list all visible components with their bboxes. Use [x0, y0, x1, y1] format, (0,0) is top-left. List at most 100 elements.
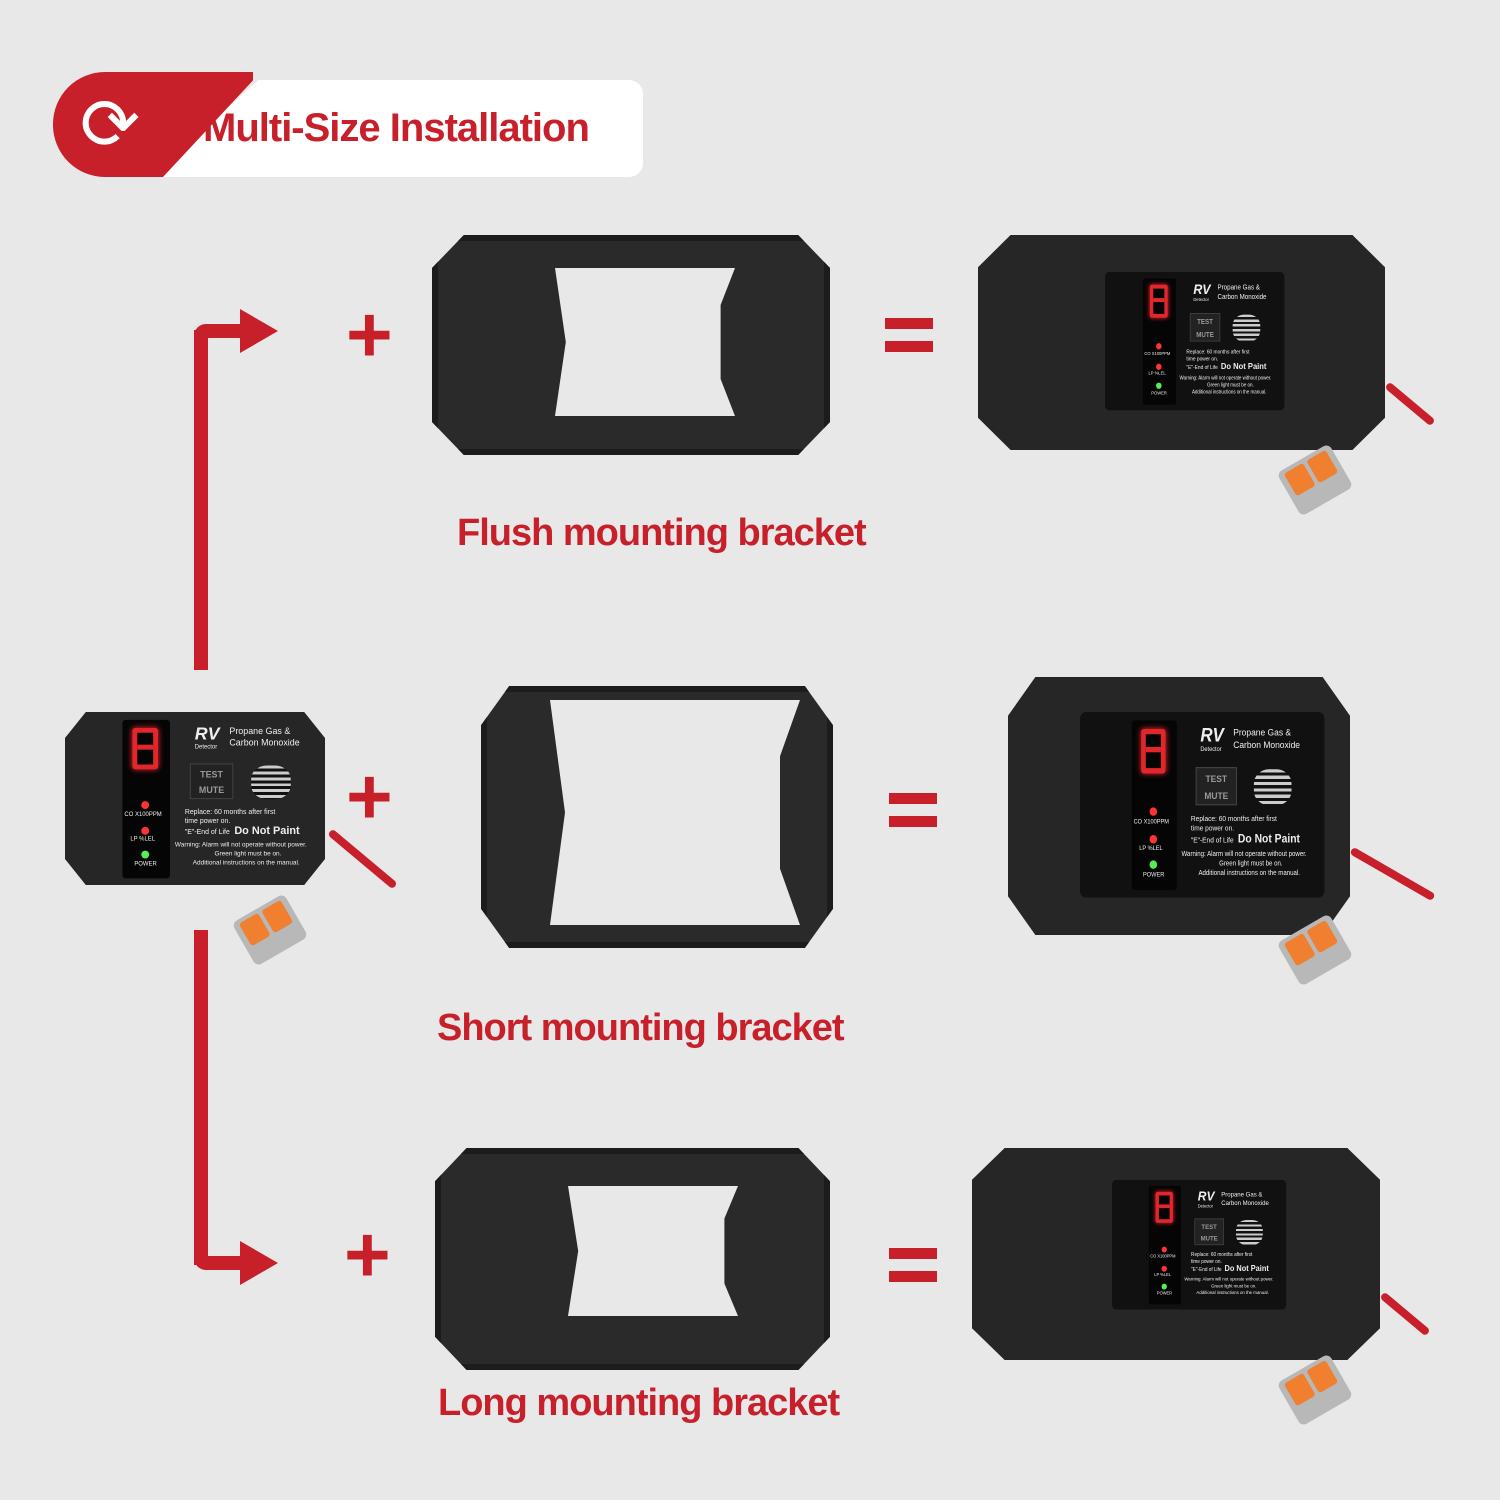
display-column: CO X100PPM LP %LEL POWER: [1142, 278, 1177, 405]
detector-panel: CO X100PPM LP %LEL POWER RV Detector Pro…: [1112, 1180, 1287, 1310]
power-label: POWER: [1156, 1291, 1173, 1297]
bracket-window: [550, 700, 800, 925]
warning-line3: Additional instructions on the manual.: [1196, 1290, 1269, 1296]
row-label: Short mounting bracket: [437, 1007, 845, 1049]
sync-icon: ⟳: [79, 85, 141, 165]
co-label: CO X100PPM: [1144, 351, 1171, 357]
arrow-down-line: [194, 930, 208, 1265]
plus-icon: +: [344, 1210, 391, 1299]
wire: [1379, 1291, 1431, 1337]
replace-line1: Replace: 60 months after first: [1190, 815, 1277, 824]
arrow-up-line: [194, 330, 208, 670]
replace-line2: time power on.: [1186, 356, 1219, 363]
power-led: [141, 850, 150, 859]
replace-line1: Replace: 60 months after first: [1191, 1252, 1253, 1258]
eol-text: "E"-End of Life: [184, 828, 230, 836]
warning-line1: Warning: Alarm will not operate without …: [174, 841, 307, 849]
equals-icon: [889, 793, 937, 827]
rv-logo: RV: [194, 723, 220, 744]
arrow-right-icon: [240, 309, 278, 353]
test-label: TEST: [1197, 317, 1213, 326]
seven-segment-display: [1141, 728, 1166, 774]
co-led: [1156, 343, 1162, 350]
power-led: [1149, 860, 1158, 869]
detector-panel: CO X100PPM LP %LEL POWER RV Detector Pro…: [1080, 712, 1325, 898]
do-not-paint: Do Not Paint: [1220, 362, 1267, 372]
do-not-paint: Do Not Paint: [234, 824, 300, 837]
display-column: CO X100PPM LP %LEL POWER: [122, 719, 170, 879]
title-line1: Propane Gas &: [1233, 726, 1292, 738]
logo-sub: Detector: [194, 744, 218, 751]
co-label: CO X100PPM: [1150, 1254, 1176, 1260]
row-label: Flush mounting bracket: [457, 512, 867, 554]
rv-logo: RV: [1193, 281, 1211, 298]
mute-label: MUTE: [1196, 330, 1214, 339]
detector-panel: CO X100PPM LP %LEL POWER RV Detector Pro…: [1105, 272, 1285, 411]
equals-icon: [885, 318, 933, 352]
page-title: Multi-Size Installation: [203, 106, 590, 150]
power-label: POWER: [134, 861, 157, 868]
wire-connector: [1276, 1353, 1354, 1427]
mute-label: MUTE: [198, 785, 225, 796]
wire-connector: [231, 893, 309, 967]
plus-icon: +: [346, 752, 393, 841]
arrow-right-icon: [240, 1241, 278, 1285]
lp-label: LP %LEL: [1139, 845, 1163, 852]
plus-icon: +: [346, 290, 393, 379]
warning-line3: Additional instructions on the manual.: [1198, 869, 1301, 878]
title-line2: Carbon Monoxide: [1217, 292, 1267, 301]
lp-led: [1161, 1265, 1167, 1272]
speaker-grille: [1235, 1219, 1263, 1246]
title-line2: Carbon Monoxide: [1221, 1199, 1269, 1207]
display-column: CO X100PPM LP %LEL POWER: [1131, 720, 1177, 891]
lp-label: LP %LEL: [1148, 371, 1166, 377]
test-mute-button[interactable]: TEST MUTE: [1189, 313, 1221, 342]
detector-panel: CO X100PPM LP %LEL POWER RV Detector Pro…: [68, 712, 325, 885]
do-not-paint: Do Not Paint: [1224, 1264, 1269, 1274]
warning-line2: Green light must be on.: [1207, 382, 1254, 389]
wire: [1349, 846, 1436, 902]
eol-text: "E"-End of Life: [1191, 1267, 1222, 1273]
warning-line2: Green light must be on.: [1219, 860, 1283, 868]
replace-line1: Replace: 60 months after first: [1186, 349, 1250, 355]
lp-label: LP %LEL: [1154, 1273, 1171, 1278]
equals-icon: [889, 1248, 937, 1282]
warning-line1: Warning: Alarm will not operate without …: [1179, 375, 1272, 382]
logo-sub: Detector: [1197, 1204, 1213, 1209]
co-label: CO X100PPM: [1133, 819, 1170, 826]
warning-line3: Additional instructions on the manual.: [1191, 389, 1267, 396]
lp-label: LP %LEL: [130, 836, 156, 843]
warning-line3: Additional instructions on the manual.: [192, 859, 300, 867]
row-label: Long mounting bracket: [438, 1382, 840, 1424]
warning-line2: Green light must be on.: [1211, 1283, 1257, 1289]
power-label: POWER: [1151, 391, 1167, 397]
lp-led: [1156, 363, 1162, 370]
logo-sub: Detector: [1200, 746, 1222, 754]
replace-line1: Replace: 60 months after first: [184, 809, 276, 816]
co-led: [1161, 1246, 1167, 1253]
test-mute-button[interactable]: TEST MUTE: [1195, 767, 1237, 806]
title-line2: Carbon Monoxide: [1233, 739, 1301, 751]
power-label: POWER: [1142, 872, 1165, 879]
seven-segment-display: [1155, 1191, 1173, 1223]
mute-label: MUTE: [1204, 790, 1229, 802]
power-led: [1156, 382, 1162, 389]
bracket-window: [568, 1186, 738, 1316]
arrow-up-turn: [194, 324, 244, 338]
display-column: CO X100PPM LP %LEL POWER: [1148, 1185, 1182, 1305]
logo-sub: Detector: [1193, 298, 1209, 303]
test-label: TEST: [1205, 773, 1228, 785]
lp-led: [141, 826, 150, 835]
seven-segment-display: [132, 727, 159, 770]
warning-line2: Green light must be on.: [214, 850, 282, 858]
power-led: [1161, 1283, 1167, 1290]
speaker-grille: [1253, 769, 1292, 806]
arrow-down-turn: [194, 1256, 244, 1270]
co-led: [1149, 807, 1158, 816]
speaker-grille: [1232, 314, 1261, 342]
speaker-grille: [251, 765, 291, 800]
title-line2: Carbon Monoxide: [229, 737, 300, 748]
title-line1: Propane Gas &: [1221, 1190, 1263, 1198]
